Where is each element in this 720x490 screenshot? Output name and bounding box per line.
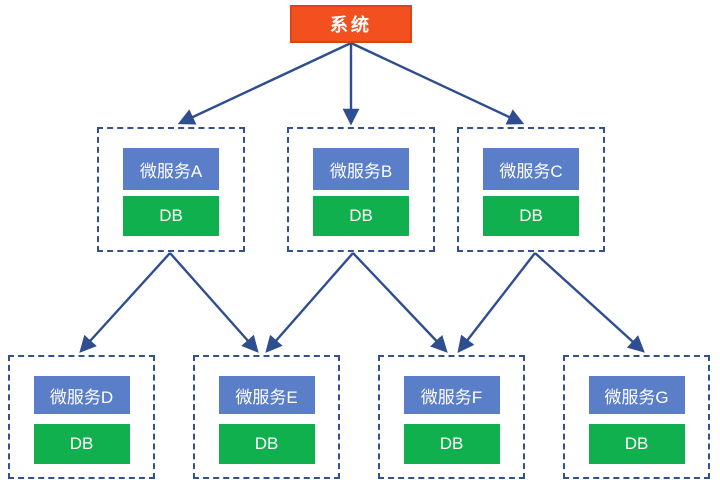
service-name: 微服务C: [483, 148, 579, 190]
edge-service-b-to-service-e: [265, 252, 354, 353]
service-node-b: 微服务B DB: [287, 127, 435, 252]
edge-service-c-to-service-g: [534, 252, 645, 353]
service-node-e: 微服务E DB: [193, 355, 340, 479]
edge-service-a-to-service-d: [79, 252, 171, 353]
db-box: DB: [483, 196, 579, 236]
service-name: 微服务G: [588, 376, 685, 414]
service-name: 微服务F: [403, 376, 500, 414]
service-name: 微服务D: [33, 376, 130, 414]
db-box: DB: [218, 424, 315, 464]
system-node: 系统: [290, 5, 412, 43]
db-box: DB: [313, 196, 409, 236]
db-box: DB: [403, 424, 500, 464]
db-box: DB: [33, 424, 130, 464]
service-name: 微服务A: [123, 148, 219, 190]
edge-service-a-to-service-e: [169, 252, 259, 353]
service-name: 微服务B: [313, 148, 409, 190]
service-node-g: 微服务G DB: [563, 355, 710, 479]
edge-service-b-to-service-f: [352, 252, 448, 353]
service-node-f: 微服务F DB: [378, 355, 525, 479]
service-node-c: 微服务C DB: [457, 127, 605, 252]
service-name: 微服务E: [218, 376, 315, 414]
db-box: DB: [123, 196, 219, 236]
edge-service-c-to-service-f: [457, 252, 536, 353]
system-label: 系统: [330, 15, 372, 35]
service-node-d: 微服务D DB: [8, 355, 155, 479]
edge-system-to-service-a: [177, 41, 352, 125]
edge-system-to-service-c: [350, 41, 525, 125]
db-box: DB: [588, 424, 685, 464]
service-node-a: 微服务A DB: [97, 127, 245, 252]
